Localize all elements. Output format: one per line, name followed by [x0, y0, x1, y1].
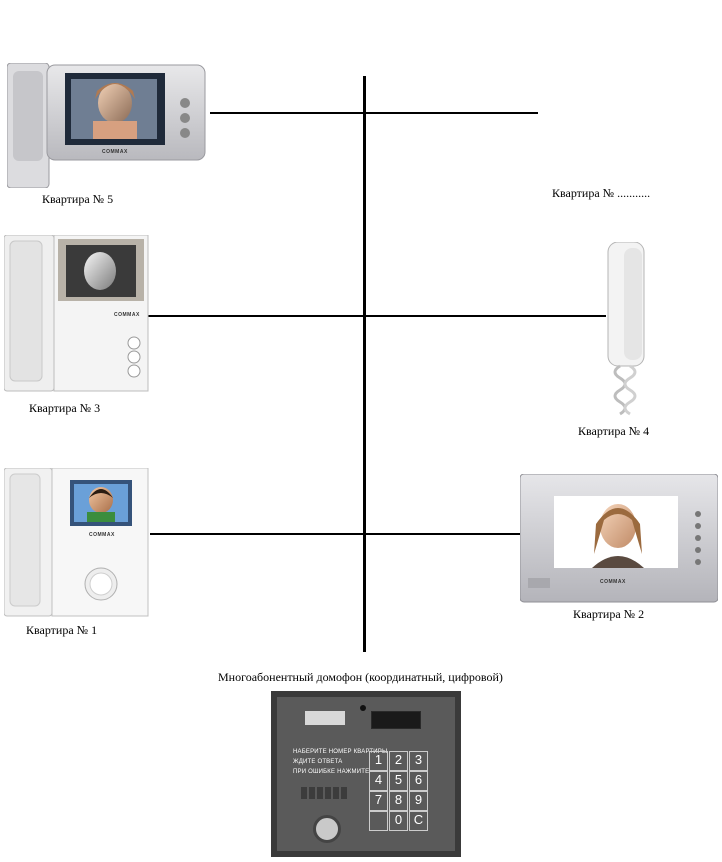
apt4-handset: [604, 241, 648, 420]
apt3-label: Квартира № 3: [29, 401, 101, 415]
apt3-monitor: COMMAX: [3, 234, 150, 393]
key-2[interactable]: 2: [389, 751, 408, 771]
apt5-monitor: COMMAX: [6, 62, 207, 189]
camera-lens-icon: [360, 705, 366, 711]
key-8[interactable]: 8: [389, 791, 408, 811]
apt1-monitor-graphic: [3, 467, 149, 617]
key-c[interactable]: C: [409, 811, 428, 831]
key-0[interactable]: 0: [389, 811, 408, 831]
key-9[interactable]: 9: [409, 791, 428, 811]
apt1-monitor: COMMAX: [3, 467, 150, 618]
key-blank[interactable]: [369, 811, 388, 831]
entrance-panel: НАБЕРИТЕ НОМЕР КВАРТИРЫ ЖДИТЕ ОТВЕТА ПРИ…: [271, 691, 461, 857]
speaker-grille: [301, 787, 349, 799]
key-5[interactable]: 5: [389, 771, 408, 791]
apt2-monitor-graphic: [519, 473, 719, 603]
key-1[interactable]: 1: [369, 751, 388, 771]
apt3-brand: COMMAX: [114, 312, 140, 318]
key-3[interactable]: 3: [409, 751, 428, 771]
apt2-brand: COMMAX: [600, 579, 626, 585]
apt3-monitor-graphic: [3, 234, 149, 392]
instruction-3: ПРИ ОШИБКЕ НАЖМИТЕ: [293, 769, 370, 775]
apt4-handset-graphic: [607, 241, 645, 416]
apt5-label: Квартира № 5: [42, 192, 114, 206]
apt-unknown-label: Квартира № ...........: [552, 186, 651, 200]
logo-badge: [305, 711, 345, 725]
call-button[interactable]: [313, 815, 341, 843]
apt2-label: Квартира № 2: [573, 607, 645, 621]
main-vertical-bus: [363, 76, 366, 652]
wire-apt3-apt4: [148, 315, 606, 317]
apt5-monitor-graphic: [6, 62, 206, 189]
apt4-label: Квартира № 4: [578, 424, 650, 438]
apt1-label: Квартира № 1: [26, 623, 98, 637]
keypad: 1 2 3 4 5 6 7 8 9 0 C: [369, 751, 428, 831]
apt1-brand: COMMAX: [89, 532, 115, 538]
key-7[interactable]: 7: [369, 791, 388, 811]
key-6[interactable]: 6: [409, 771, 428, 791]
apt2-monitor: COMMAX: [519, 473, 719, 604]
display-window: [371, 711, 421, 729]
instruction-1: НАБЕРИТЕ НОМЕР КВАРТИРЫ: [293, 749, 388, 755]
key-4[interactable]: 4: [369, 771, 388, 791]
instruction-2: ЖДИТЕ ОТВЕТА: [293, 759, 343, 765]
wire-apt5-unknown: [210, 112, 538, 114]
apt5-brand: COMMAX: [102, 149, 128, 155]
wire-apt1-apt2: [150, 533, 520, 535]
panel-title: Многоабонентный домофон (координатный, ц…: [218, 670, 503, 684]
